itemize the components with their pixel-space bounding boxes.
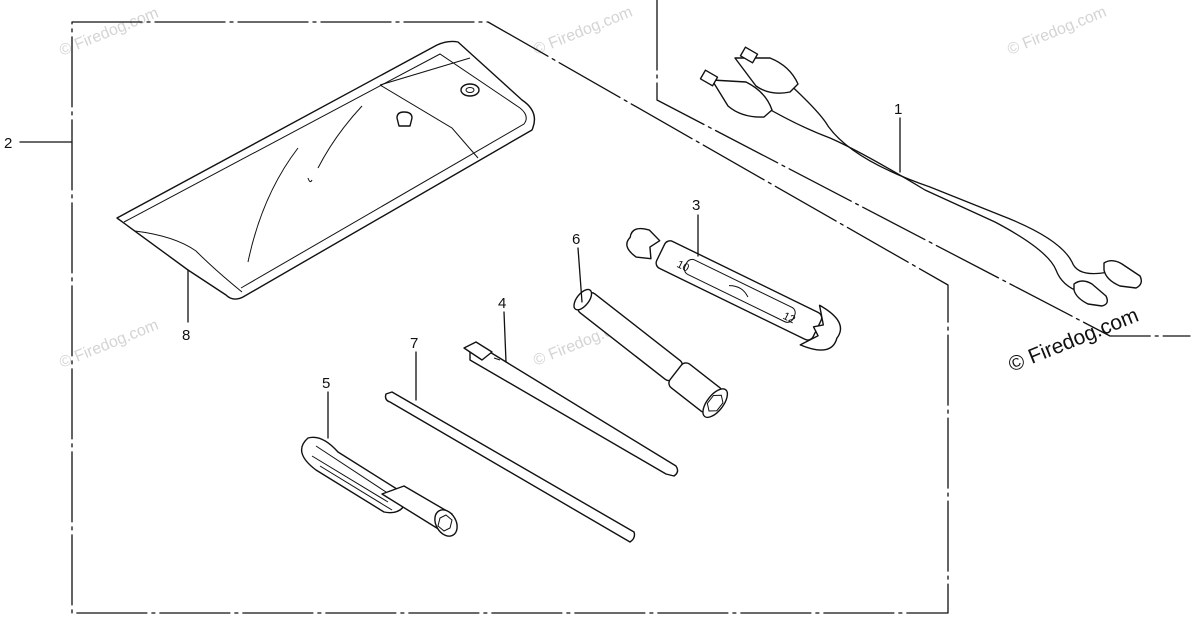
callout-2: 2 xyxy=(4,135,12,152)
wrench-size-mark: 12 xyxy=(781,310,797,326)
connector-a-icon xyxy=(734,57,799,94)
wrench-size-mark: 10 xyxy=(675,258,691,274)
terminal-b-icon xyxy=(1073,280,1109,307)
tool-bag xyxy=(116,40,536,300)
rod xyxy=(384,391,636,543)
callout-4: 4 xyxy=(498,295,506,312)
watermark-main: © Firedog.com xyxy=(1005,304,1142,377)
connector-b-icon xyxy=(711,79,773,118)
watermark-faint: © Firedog.com xyxy=(1005,4,1109,59)
callout-1: 1 xyxy=(894,101,902,118)
leader-6 xyxy=(577,247,583,303)
kit-frame xyxy=(71,0,1191,614)
callout-3: 3 xyxy=(692,197,700,214)
leader-4 xyxy=(503,311,507,363)
screwdriver-handle xyxy=(300,436,458,537)
snap-socket-icon xyxy=(460,83,480,97)
watermark-faint: © Firedog.com xyxy=(57,5,161,60)
callout-8: 8 xyxy=(182,327,190,344)
cable-assembly xyxy=(699,46,1143,307)
callout-6: 6 xyxy=(572,231,580,248)
callout-labels: 2 1 3 6 4 7 5 8 xyxy=(4,101,902,392)
watermark-faint: © Firedog.com xyxy=(531,4,635,59)
watermark-faint: © Firedog.com xyxy=(57,317,161,372)
screwdriver-blade xyxy=(463,341,679,477)
callout-5: 5 xyxy=(322,375,330,392)
leader-lines xyxy=(19,117,901,439)
callout-7: 7 xyxy=(410,335,418,352)
wrench: 10 12 xyxy=(626,227,842,351)
snap-stud-icon xyxy=(396,111,413,127)
spark-plug-wrench xyxy=(573,288,729,419)
terminal-a-icon xyxy=(1103,260,1143,289)
